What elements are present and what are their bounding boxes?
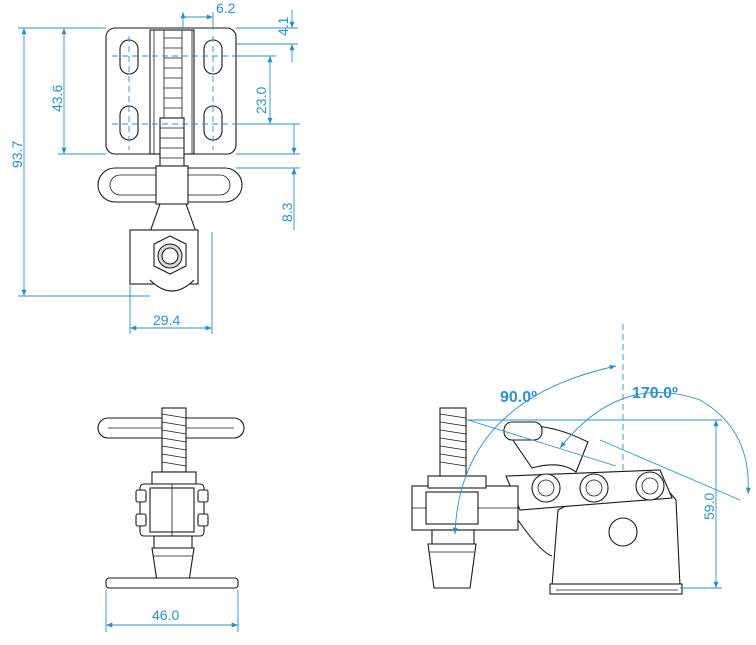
hinge-rib-left [153,29,165,155]
dim-front-width: 46.0 [152,607,179,623]
dim-spindle-offset: 8.3 [279,202,295,222]
dim-top-offset: 4.1 [275,16,291,36]
dim-max-angle: 170.0º [632,385,678,402]
hinge-knurls [164,37,182,109]
pivot-3 [635,471,665,501]
dim-top-width: 6.2 [216,0,236,16]
hinge-rib-right [181,29,193,155]
top-view-dimensions: 6.2 4.1 43.6 93.7 23.0 8.3 29.4 [9,0,300,334]
pivot-1 [531,473,561,503]
front-base-plate [105,577,239,589]
dim-slot-spacing: 23.0 [253,87,269,114]
top-view [97,27,243,292]
spindle [159,117,185,169]
front-view [97,407,245,589]
pivot-2 [579,473,609,503]
dim-slot-height: 43.6 [49,85,65,112]
front-view-dimensions: 46.0 [105,590,239,632]
side-view [411,324,683,595]
dim-side-height: 59.0 [701,493,717,520]
side-rubber-tip [427,543,477,589]
clamp-arm [149,203,197,233]
dim-overall-height: 93.7 [9,141,25,168]
dim-base-width: 29.4 [153,312,180,328]
side-view-dimensions: 90.0º 170.0º 59.0 [452,364,751,589]
dim-open-angle: 90.0º [500,389,537,406]
